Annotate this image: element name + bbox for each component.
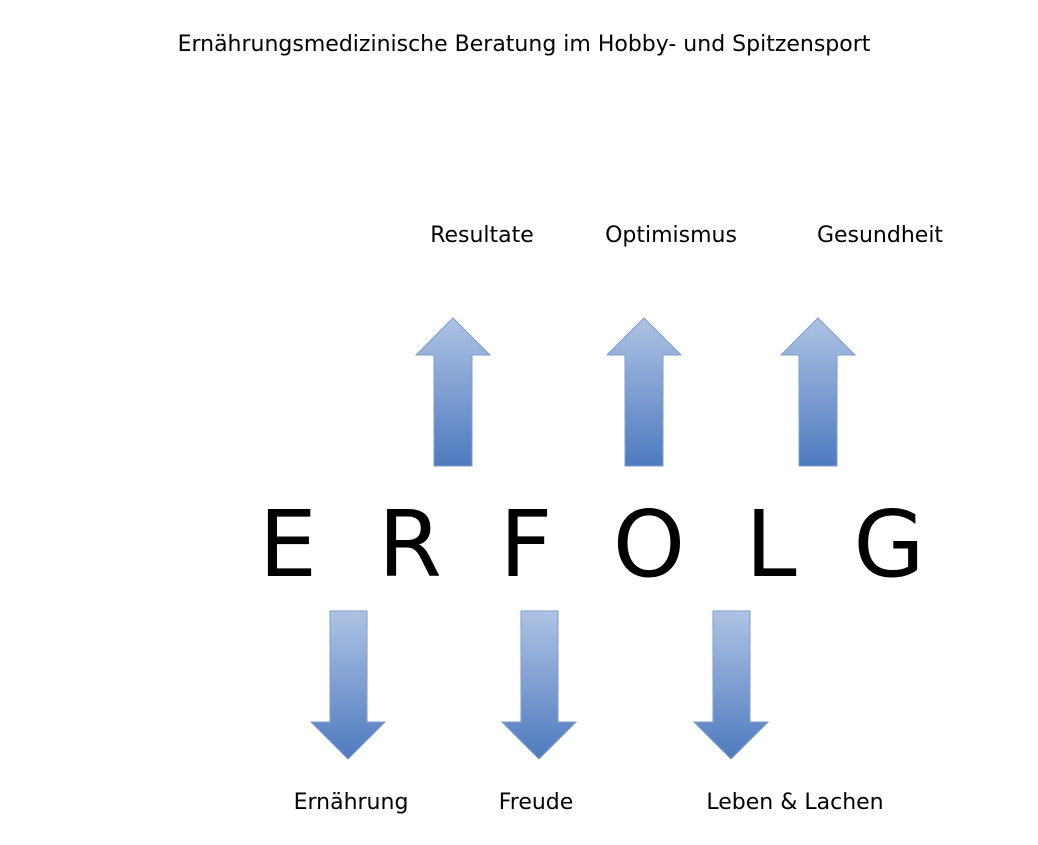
arrow-up-2: [605, 317, 683, 467]
arrow-up-3: [779, 317, 857, 467]
letter-o: O: [612, 491, 686, 598]
bottom-label-ernaehrung: Ernährung: [293, 790, 409, 815]
letter-g: G: [853, 491, 925, 598]
top-label-gesundheit: Gesundheit: [816, 223, 944, 248]
letter-f: F: [499, 491, 553, 598]
arrow-up-1: [414, 317, 492, 467]
erfolg-word: E R F O L G: [0, 490, 1038, 600]
letter-l: L: [745, 491, 797, 598]
letter-r: R: [378, 491, 442, 598]
bottom-label-freude: Freude: [498, 790, 574, 815]
bottom-label-leben-lachen: Leben & Lachen: [706, 790, 884, 815]
arrow-down-3: [692, 610, 770, 760]
diagram-title: Ernährungsmedizinische Beratung im Hobby…: [177, 32, 871, 57]
top-label-optimismus: Optimismus: [605, 223, 737, 248]
arrow-down-2: [500, 610, 578, 760]
letter-e: E: [258, 491, 318, 598]
arrow-down-1: [309, 610, 387, 760]
top-label-resultate: Resultate: [430, 223, 534, 248]
